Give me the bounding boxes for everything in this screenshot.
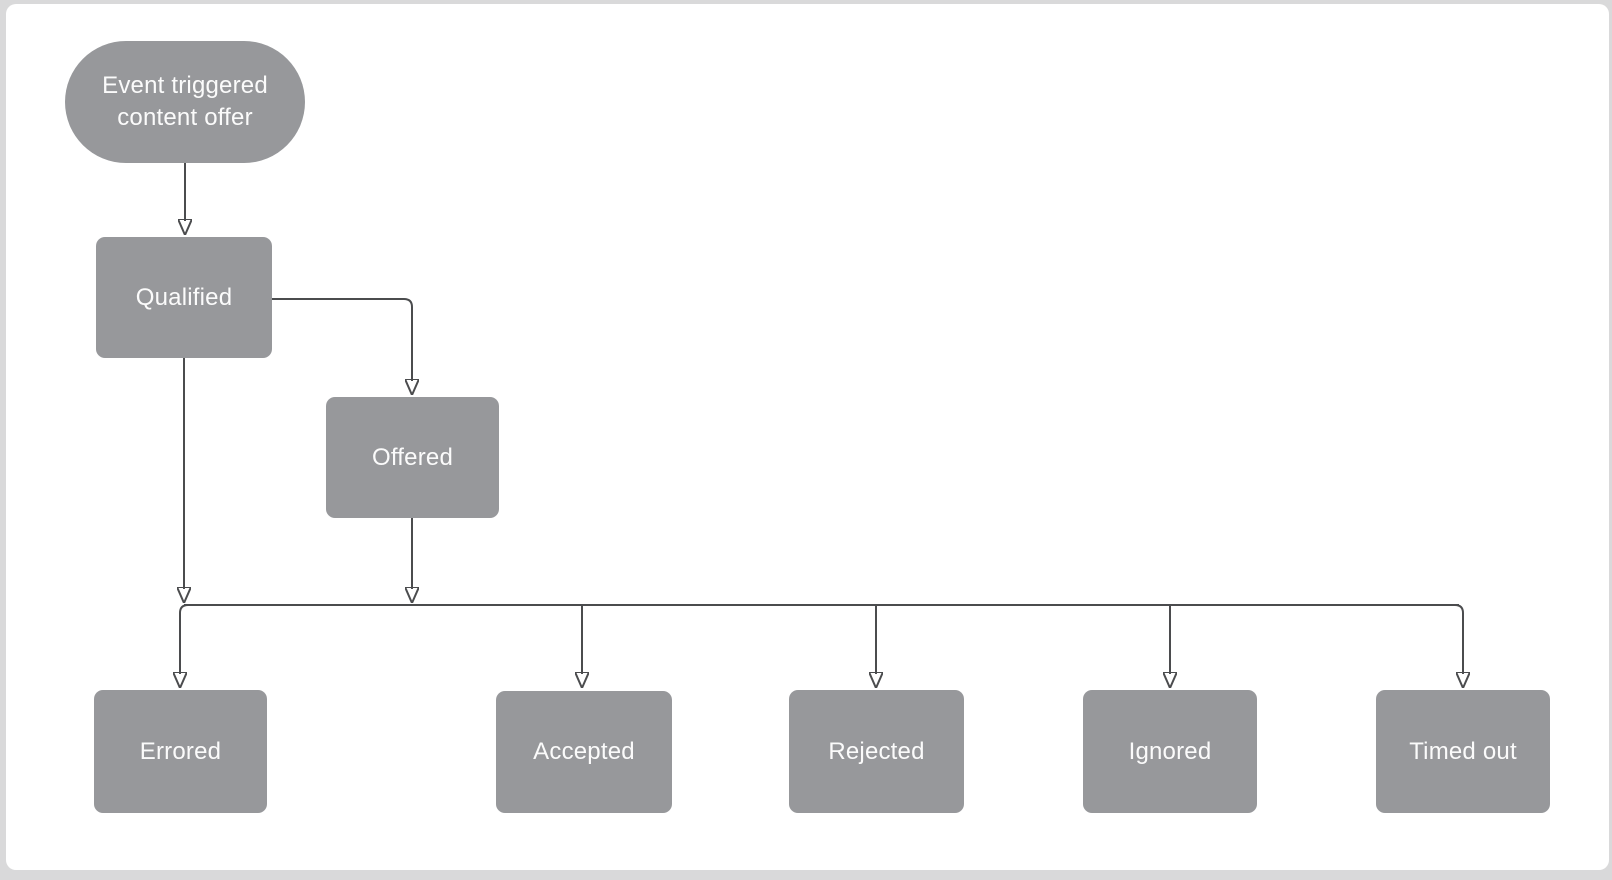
node-qualified-label: Qualified bbox=[135, 283, 233, 311]
node-accepted-label: Accepted bbox=[533, 738, 635, 765]
node-qualified: Qualified bbox=[96, 237, 272, 358]
node-offered-label: Offered bbox=[371, 443, 453, 471]
node-ignored-label: Ignored bbox=[1128, 737, 1212, 765]
node-start: Event triggered content offer bbox=[65, 41, 305, 163]
node-timed-out: Timed out bbox=[1376, 690, 1550, 813]
node-start-label: Event triggered content offer bbox=[102, 72, 268, 131]
node-offered: Offered bbox=[326, 397, 499, 518]
node-errored: Errored bbox=[94, 690, 267, 813]
node-ignored: Ignored bbox=[1083, 690, 1257, 813]
node-rejected: Rejected bbox=[789, 690, 964, 813]
edge-qualified-offered bbox=[272, 298, 412, 381]
node-rejected-label: Rejected bbox=[828, 737, 925, 765]
edge-line-timedout bbox=[1454, 604, 1463, 674]
node-accepted: Accepted bbox=[496, 691, 672, 813]
node-errored-label: Errored bbox=[139, 737, 222, 765]
edge-line-errored bbox=[180, 604, 189, 674]
node-timed-out-label: Timed out bbox=[1409, 737, 1517, 765]
